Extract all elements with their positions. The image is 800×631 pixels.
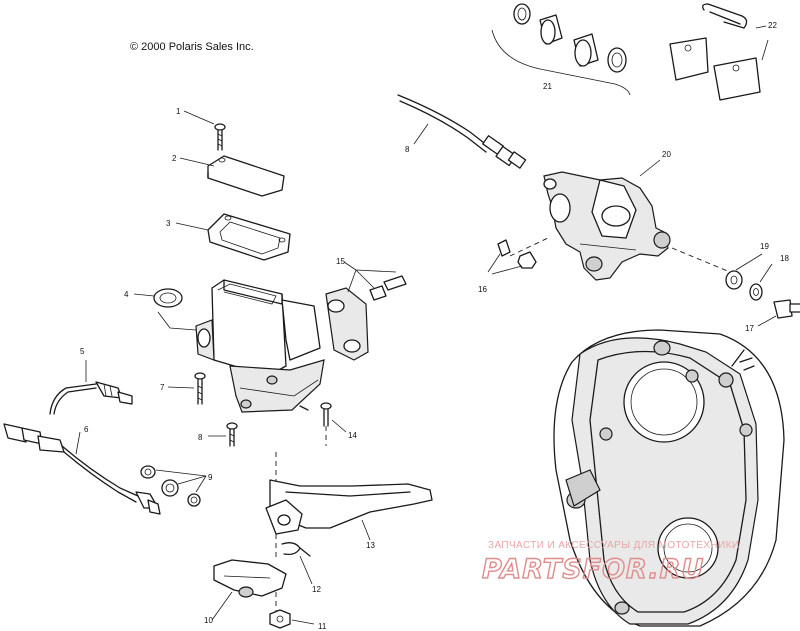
part-17-caliper-bolt[interactable] [773, 299, 800, 319]
callout-7: 7 [160, 383, 165, 392]
callout-2: 2 [172, 154, 177, 163]
callout-20: 20 [662, 150, 671, 159]
part-19-washer[interactable] [725, 270, 743, 290]
part-18-washer[interactable] [749, 283, 763, 301]
part-15-lever-bracket[interactable] [325, 275, 407, 361]
part-21-piston-seal-kit[interactable] [491, 3, 631, 96]
callout-8-line: 8 [405, 145, 410, 154]
callout-16: 16 [478, 285, 487, 294]
callout-17: 17 [745, 324, 754, 333]
part-22-brake-pads[interactable] [669, 3, 769, 101]
callout-15: 15 [336, 257, 345, 266]
callout-10: 10 [204, 616, 213, 625]
part-2-reservoir-cover[interactable] [207, 155, 285, 197]
callout-8-screw: 8 [198, 433, 203, 442]
part-8-mount-screw[interactable] [226, 422, 238, 447]
part-6-brake-hose[interactable] [3, 423, 161, 515]
chaincase-brake-disc-assembly [553, 329, 785, 627]
copyright-text: © 2000 Polaris Sales Inc. [130, 41, 254, 53]
part-9-crush-washers[interactable] [140, 465, 201, 507]
callout-1: 1 [176, 107, 181, 116]
callout-19: 19 [760, 242, 769, 251]
callout-21: 21 [543, 82, 552, 91]
callout-22: 22 [768, 21, 777, 30]
master-cylinder-body [195, 279, 325, 413]
part-4-seal-ring[interactable] [153, 288, 183, 308]
part-14-pivot-bolt[interactable] [320, 402, 332, 427]
callout-18: 18 [780, 254, 789, 263]
part-1-cover-screw[interactable] [214, 123, 226, 151]
watermark-caption: ЗАПЧАСТИ И АКСЕССУАРЫ ДЛЯ МОТОТЕХНИКИ [488, 540, 739, 551]
watermark-logo: PARTSFOR.RU [482, 554, 704, 585]
callout-5: 5 [80, 347, 85, 356]
callout-14: 14 [348, 431, 357, 440]
part-7-switch-screw[interactable] [194, 372, 206, 405]
part-10-parking-lever[interactable] [213, 559, 287, 598]
part-3-diaphragm[interactable] [207, 213, 291, 261]
part-5-brake-switch[interactable] [49, 381, 133, 415]
callout-4: 4 [124, 290, 129, 299]
part-11-lock-nut[interactable] [269, 609, 291, 629]
callout-3: 3 [166, 219, 171, 228]
callout-13: 13 [366, 541, 375, 550]
callout-11: 11 [318, 622, 327, 631]
callout-6-hose: 6 [84, 425, 89, 434]
part-12-lever-spring[interactable] [281, 542, 311, 557]
part-20-brake-caliper[interactable] [543, 171, 671, 281]
callout-9: 9 [208, 473, 213, 482]
part-8-brake-line[interactable] [397, 94, 527, 169]
part-16-bleeder-screws[interactable] [497, 239, 537, 269]
part-13-brake-lever[interactable] [265, 479, 433, 535]
callout-12: 12 [312, 585, 321, 594]
